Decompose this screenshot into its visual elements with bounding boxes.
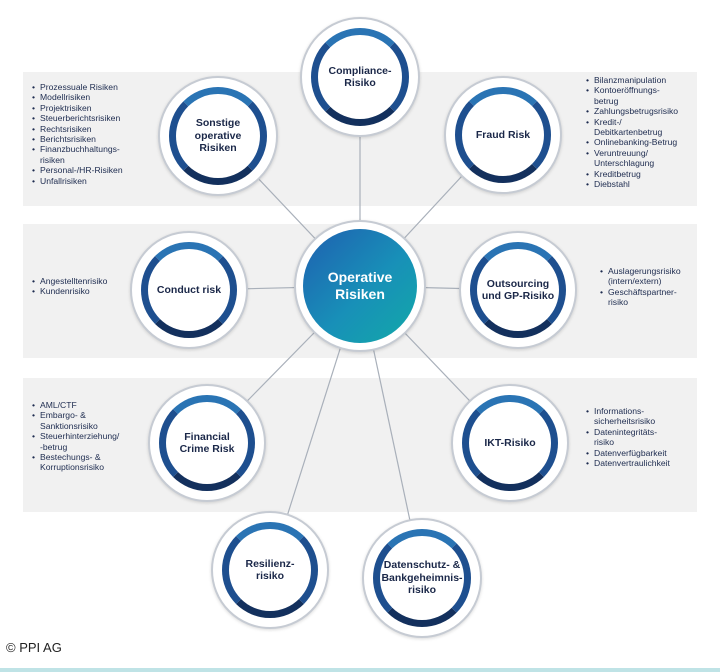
list-item: Prozessuale Risiken — [32, 82, 162, 93]
node-sonstige: Sonstige operative Risiken — [158, 76, 278, 196]
list-item: Projektrisiken — [32, 103, 162, 114]
copyright-text: © PPI AG — [6, 640, 62, 655]
list-item: Diebstahl — [586, 179, 706, 190]
node-label: Sonstige operative Risiken — [194, 117, 242, 155]
list-item: Personal-/HR-Risiken — [32, 165, 162, 176]
node-label: Compliance- Risiko — [328, 64, 392, 90]
list-item: Datenverfügbarkeit — [586, 448, 706, 459]
list-item: Steuerberichtsrisiken — [32, 113, 162, 124]
node-compliance: Compliance- Risiko — [300, 17, 420, 137]
center-node: Operative Risiken — [294, 220, 426, 352]
list-item: Datenintegritäts- risiko — [586, 427, 706, 448]
node-outsourcing: Outsourcing und GP-Risiko — [459, 231, 577, 349]
list-item: Finanzbuchhaltungs- risiken — [32, 144, 162, 165]
node-label: Datenschutz- & Bankgeheimnis- risiko — [381, 559, 463, 597]
list-item: Modellrisiken — [32, 92, 162, 103]
list-item: Bilanzmanipulation — [586, 75, 706, 86]
sonstige-risk-list: Prozessuale Risiken Modellrisiken Projek… — [32, 82, 162, 186]
list-item: Onlinebanking-Betrug — [586, 137, 706, 148]
center-label: Operative Risiken — [327, 269, 393, 302]
list-item: Zahlungsbetrugsrisiko — [586, 106, 706, 117]
list-item: Kontoeröffnungs- betrug — [586, 85, 706, 106]
list-item: Unfallrisiken — [32, 176, 162, 187]
node-datenschutz: Datenschutz- & Bankgeheimnis- risiko — [362, 518, 482, 638]
list-item: Datenvertraulichkeit — [586, 458, 706, 469]
financial-crime-risk-list: AML/CTF Embargo- & Sanktionsrisiko Steue… — [32, 400, 162, 473]
node-label: IKT-Risiko — [484, 436, 536, 449]
node-label: Conduct risk — [156, 283, 222, 296]
conduct-risk-list: Angestelltenrisiko Kundenrisiko — [32, 276, 142, 297]
node-resilienz: Resilienz- risiko — [211, 511, 329, 629]
node-label: Financial Crime Risk — [179, 430, 235, 456]
node-conduct-risk: Conduct risk — [130, 231, 248, 349]
node-label: Outsourcing und GP-Risiko — [481, 277, 555, 303]
list-item: Berichtsrisiken — [32, 134, 162, 145]
list-item: Steuerhinterziehung/ -betrug — [32, 431, 162, 452]
list-item: Veruntreuung/ Unterschlagung — [586, 148, 706, 169]
list-item: Rechtsrisiken — [32, 124, 162, 135]
list-item: Angestelltenrisiko — [32, 276, 142, 287]
node-fraud-risk: Fraud Risk — [444, 76, 562, 194]
list-item: AML/CTF — [32, 400, 162, 411]
fraud-risk-list: Bilanzmanipulation Kontoeröffnungs- betr… — [586, 75, 706, 190]
list-item: Kreditbetrug — [586, 169, 706, 180]
node-label: Resilienz- risiko — [245, 557, 295, 583]
ikt-risk-list: Informations- sicherheitsrisiko Datenint… — [586, 406, 706, 469]
list-item: Kredit-/ Debitkartenbetrug — [586, 117, 706, 138]
node-ikt: IKT-Risiko — [451, 384, 569, 502]
node-label: Fraud Risk — [475, 128, 531, 141]
bottom-divider — [0, 668, 720, 672]
list-item: Bestechungs- & Korruptionsrisiko — [32, 452, 162, 473]
list-item: Informations- sicherheitsrisiko — [586, 406, 706, 427]
list-item: Kundenrisiko — [32, 286, 142, 297]
node-financial-crime: Financial Crime Risk — [148, 384, 266, 502]
outsourcing-risk-list: Auslagerungsrisiko (intern/extern) Gesch… — [600, 266, 710, 308]
list-item: Geschäftspartner- risiko — [600, 287, 710, 308]
list-item: Embargo- & Sanktionsrisiko — [32, 410, 162, 431]
list-item: Auslagerungsrisiko (intern/extern) — [600, 266, 710, 287]
